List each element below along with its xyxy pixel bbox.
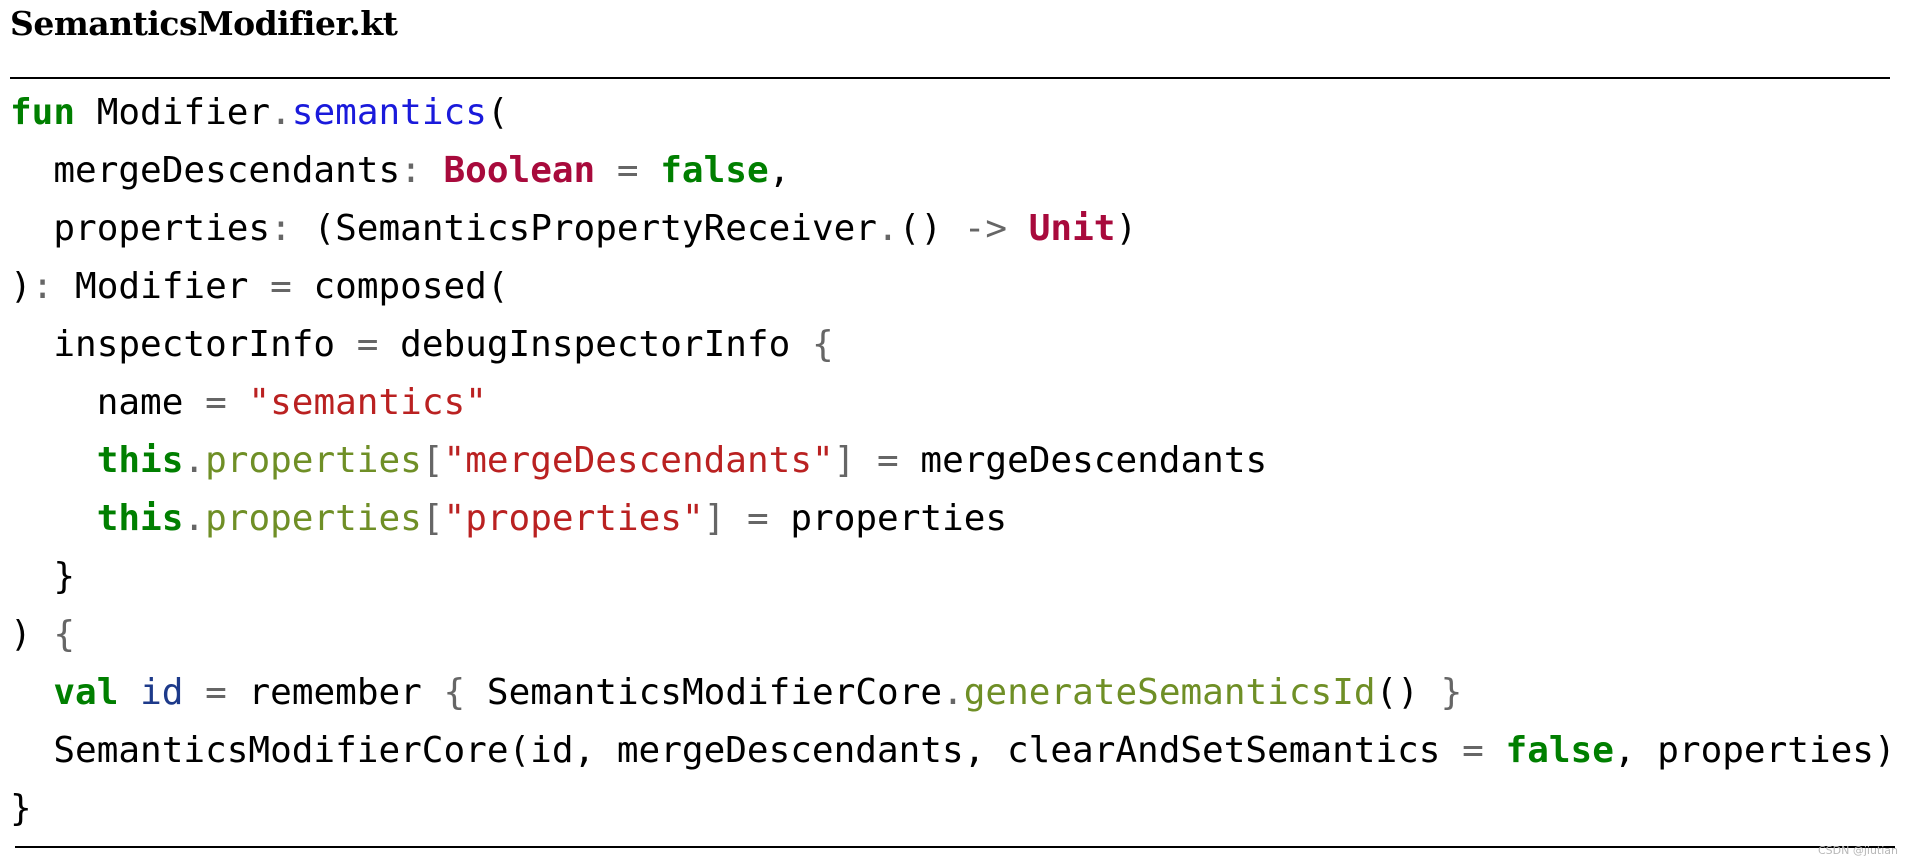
code-token: id <box>140 672 184 713</box>
code-token: name <box>10 382 184 423</box>
code-token: -> <box>963 208 1008 249</box>
code-token: semantics <box>291 92 487 133</box>
code-token <box>10 672 53 713</box>
code-token: () <box>1375 672 1441 713</box>
code-token: properties <box>10 208 271 249</box>
code-token: debugInspectorInfo <box>400 324 812 365</box>
code-token: ( <box>486 92 509 133</box>
code-token: ) <box>1115 208 1138 249</box>
code-token: fun <box>10 92 76 133</box>
code-token: = <box>595 150 661 191</box>
code-token: ) <box>10 266 32 307</box>
bottom-rule-divider <box>15 846 1895 848</box>
code-token: "semantics" <box>248 382 487 423</box>
code-token: = <box>855 440 921 481</box>
code-token: = <box>183 672 249 713</box>
code-token: ) <box>10 614 54 655</box>
code-line: ) { <box>10 606 1896 664</box>
code-token: } <box>10 788 32 829</box>
code-line: val id = remember { SemanticsModifierCor… <box>10 664 1896 722</box>
code-token: . <box>270 92 292 133</box>
code-line: fun Modifier.semantics( <box>10 84 1896 142</box>
code-token: , properties) <box>1613 730 1896 771</box>
code-token: ] <box>703 498 726 539</box>
top-rule-divider <box>10 77 1890 79</box>
code-token: = <box>183 382 249 423</box>
code-token: false <box>1505 730 1614 771</box>
code-token: SemanticsModifierCore <box>465 672 943 713</box>
code-token: Modifier <box>75 266 249 307</box>
code-token: composed( <box>313 266 509 307</box>
code-line: } <box>10 548 1896 606</box>
code-token: false <box>660 150 769 191</box>
code-token: ] <box>833 440 856 481</box>
code-token: . <box>183 498 206 539</box>
code-line: name = "semantics" <box>10 374 1896 432</box>
code-token: { <box>443 672 466 713</box>
code-token: (SemanticsPropertyReceiver <box>313 208 877 249</box>
code-line: mergeDescendants: Boolean = false, <box>10 142 1896 200</box>
code-line: SemanticsModifierCore(id, mergeDescendan… <box>10 722 1896 780</box>
code-token: : <box>31 266 76 307</box>
code-token: properties <box>205 440 422 481</box>
code-token: () <box>898 208 964 249</box>
code-line: } <box>10 780 1896 838</box>
code-token: Unit <box>1028 208 1116 249</box>
code-token: val <box>53 672 119 713</box>
code-token: = <box>335 324 401 365</box>
code-token: properties <box>205 498 422 539</box>
code-token: remember <box>248 672 444 713</box>
code-token: } <box>1440 672 1463 713</box>
code-token: Modifier <box>75 92 271 133</box>
code-line: this.properties["mergeDescendants"] = me… <box>10 432 1896 490</box>
code-token: Boolean <box>443 150 596 191</box>
code-token: mergeDescendants <box>10 150 401 191</box>
code-block: fun Modifier.semantics( mergeDescendants… <box>10 84 1896 838</box>
code-token: . <box>876 208 899 249</box>
code-token: inspectorInfo <box>10 324 336 365</box>
code-line: this.properties["properties"] = properti… <box>10 490 1896 548</box>
code-token: "mergeDescendants" <box>443 440 834 481</box>
code-token: [ <box>421 440 444 481</box>
code-token: . <box>942 672 964 713</box>
code-token: { <box>53 614 76 655</box>
code-token: , <box>768 150 791 191</box>
code-token <box>10 440 97 481</box>
code-token: = <box>725 498 791 539</box>
file-name-heading: SemanticsModifier.kt <box>10 4 398 43</box>
watermark-text: CSDN @jiutian <box>1817 844 1898 857</box>
code-token: : <box>270 208 314 249</box>
code-token: "properties" <box>443 498 704 539</box>
code-line: inspectorInfo = debugInspectorInfo { <box>10 316 1896 374</box>
code-token: properties <box>790 498 1008 539</box>
code-token: = <box>1440 730 1506 771</box>
code-token: { <box>811 324 834 365</box>
code-token: this <box>96 440 184 481</box>
code-token: generateSemanticsId <box>963 672 1376 713</box>
code-token: mergeDescendants <box>920 440 1268 481</box>
code-token: = <box>248 266 314 307</box>
code-token: SemanticsModifierCore(id, mergeDescendan… <box>10 730 1441 771</box>
code-token: : <box>400 150 444 191</box>
code-token <box>10 498 97 539</box>
code-token: this <box>96 498 184 539</box>
code-token: } <box>10 556 76 597</box>
code-token: . <box>183 440 206 481</box>
code-line: ): Modifier = composed( <box>10 258 1896 316</box>
code-token <box>1007 208 1029 249</box>
code-token <box>118 672 140 713</box>
code-line: properties: (SemanticsPropertyReceiver.(… <box>10 200 1896 258</box>
code-token: [ <box>421 498 444 539</box>
